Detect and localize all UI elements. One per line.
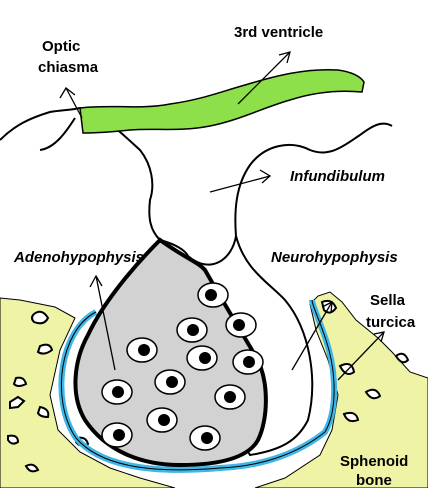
cell — [102, 423, 132, 447]
label-third-ventricle: 3rd ventricle — [234, 24, 323, 41]
label-sella-turcica-line2: turcica — [366, 314, 416, 331]
cell — [127, 338, 157, 362]
cell — [198, 283, 228, 307]
arrow-optic-chiasma — [60, 88, 82, 118]
cell — [102, 380, 132, 404]
cell — [190, 426, 220, 450]
label-sella-turcica-line1: Sella — [370, 292, 406, 309]
label-infundibulum: Infundibulum — [290, 168, 385, 185]
cell — [215, 385, 245, 409]
cell — [177, 318, 207, 342]
label-neurohypophysis: Neurohypophysis — [271, 249, 398, 266]
label-sphenoid-bone-line2: bone — [356, 472, 392, 488]
label-sphenoid-bone-line1: Sphenoid — [340, 453, 408, 470]
label-optic-chiasma-line1: Optic — [42, 38, 80, 55]
label-adenohypophysis: Adenohypophysis — [13, 249, 144, 266]
label-optic-chiasma-line2: chiasma — [38, 59, 99, 76]
cell — [147, 408, 177, 432]
cell — [187, 346, 217, 370]
cell — [155, 370, 185, 394]
cell — [226, 313, 256, 337]
optic-chiasma-edge — [40, 118, 75, 150]
cell — [233, 350, 263, 374]
third-ventricle — [80, 70, 364, 133]
